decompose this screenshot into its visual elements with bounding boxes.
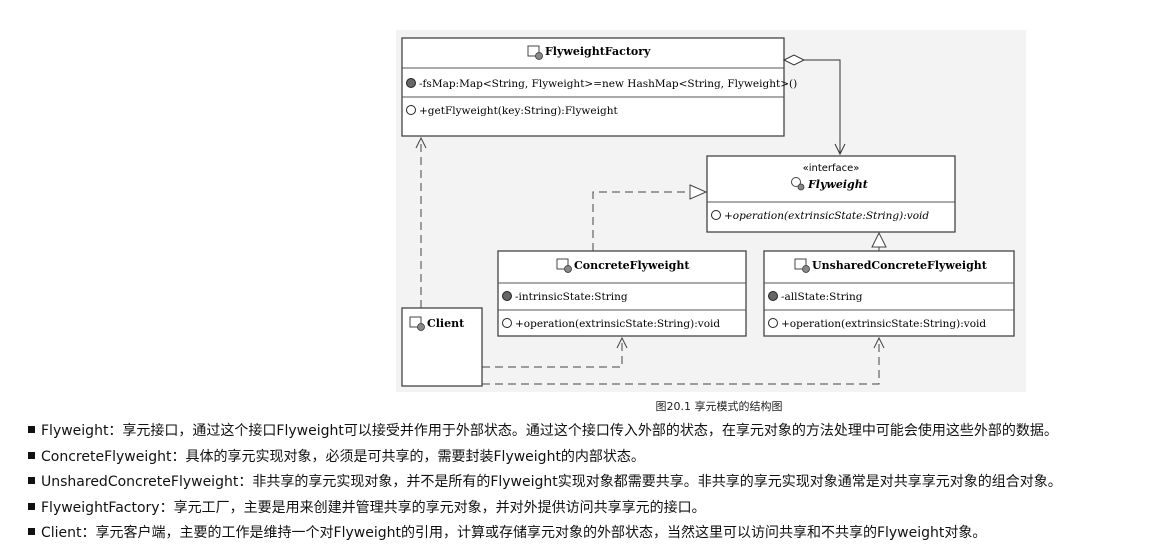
uml-class-diagram: FlyweightFactory -fsMap:Map<String, Flyw…	[396, 30, 1026, 392]
dependency-client-unshared	[482, 336, 885, 385]
class-attribute: -intrinsicState:String	[515, 291, 628, 303]
description-text: Flyweight：享元接口，通过这个接口Flyweight可以接受并作用于外部…	[41, 423, 1058, 439]
interface-stereotype: «interface»	[803, 163, 860, 174]
operation-visibility-icon	[711, 210, 721, 220]
class-name: Client	[427, 317, 465, 330]
list-item: Flyweight：享元接口，通过这个接口Flyweight可以接受并作用于外部…	[28, 419, 1158, 445]
description-text: UnsharedConcreteFlyweight：非共享的享元实现对象，并不是…	[41, 474, 1062, 490]
description-list: Flyweight：享元接口，通过这个接口Flyweight可以接受并作用于外部…	[28, 419, 1158, 547]
bullet-icon	[28, 426, 35, 433]
operation-visibility-icon	[768, 318, 778, 328]
operation-visibility-icon	[406, 105, 416, 115]
class-operation: +getFlyweight(key:String):Flyweight	[419, 105, 618, 117]
list-item: ConcreteFlyweight：具体的享元实现对象，必须是可共享的，需要封装…	[28, 445, 1158, 471]
description-text: ConcreteFlyweight：具体的享元实现对象，必须是可共享的，需要封装…	[41, 448, 645, 465]
bullet-icon	[28, 451, 35, 459]
class-unsharedconcreteflyweight: UnsharedConcreteFlyweight -allState:Stri…	[763, 250, 1015, 337]
operation-visibility-icon	[502, 318, 512, 328]
dependency-client-factory	[415, 136, 427, 308]
figure-caption: 图20.1 享元模式的结构图	[655, 400, 783, 413]
interface-icon	[791, 177, 805, 191]
class-operation: +operation(extrinsicState:String):void	[781, 318, 986, 330]
class-name: FlyweightFactory	[545, 45, 651, 58]
class-icon	[794, 258, 810, 273]
class-operation: +operation(extrinsicState:String):void	[515, 318, 720, 330]
description-text: Client：享元客户端，主要的工作是维持一个对Flyweight的引用，计算或…	[41, 525, 987, 541]
bullet-icon	[28, 502, 35, 510]
attribute-visibility-icon	[768, 291, 778, 301]
class-flyweightfactory: FlyweightFactory -fsMap:Map<String, Flyw…	[401, 37, 797, 137]
attribute-visibility-icon	[502, 291, 512, 301]
interface-operation: +operation(extrinsicState:String):void	[724, 210, 929, 222]
interface-flyweight: «interface» Flyweight +operation(extrins…	[706, 155, 956, 233]
class-client: Client	[401, 307, 483, 387]
class-icon	[556, 258, 572, 273]
class-attribute: -allState:String	[781, 291, 863, 303]
interface-name: Flyweight	[807, 178, 868, 191]
class-icon	[527, 45, 543, 60]
attribute-visibility-icon	[406, 78, 416, 88]
description-text: FlyweightFactory：享元工厂，主要是用来创建并管理共享的享元对象，…	[41, 499, 706, 516]
list-item: Client：享元客户端，主要的工作是维持一个对Flyweight的引用，计算或…	[28, 521, 1158, 547]
bullet-icon	[28, 477, 35, 484]
list-item: FlyweightFactory：享元工厂，主要是用来创建并管理共享的享元对象，…	[28, 496, 1158, 522]
realization-concrete-flyweight	[592, 184, 708, 251]
class-concreteflyweight: ConcreteFlyweight -intrinsicState:String…	[497, 250, 747, 337]
class-name: UnsharedConcreteFlyweight	[812, 259, 988, 272]
realization-unshared-flyweight	[871, 231, 887, 251]
dependency-client-concrete	[482, 336, 628, 368]
class-attribute: -fsMap:Map<String, Flyweight>=new HashMa…	[419, 78, 797, 90]
class-name: ConcreteFlyweight	[574, 259, 690, 272]
bullet-icon	[28, 528, 35, 535]
aggregation-factory-flyweight	[782, 54, 846, 156]
class-icon	[409, 316, 425, 331]
list-item: UnsharedConcreteFlyweight：非共享的享元实现对象，并不是…	[28, 470, 1158, 496]
